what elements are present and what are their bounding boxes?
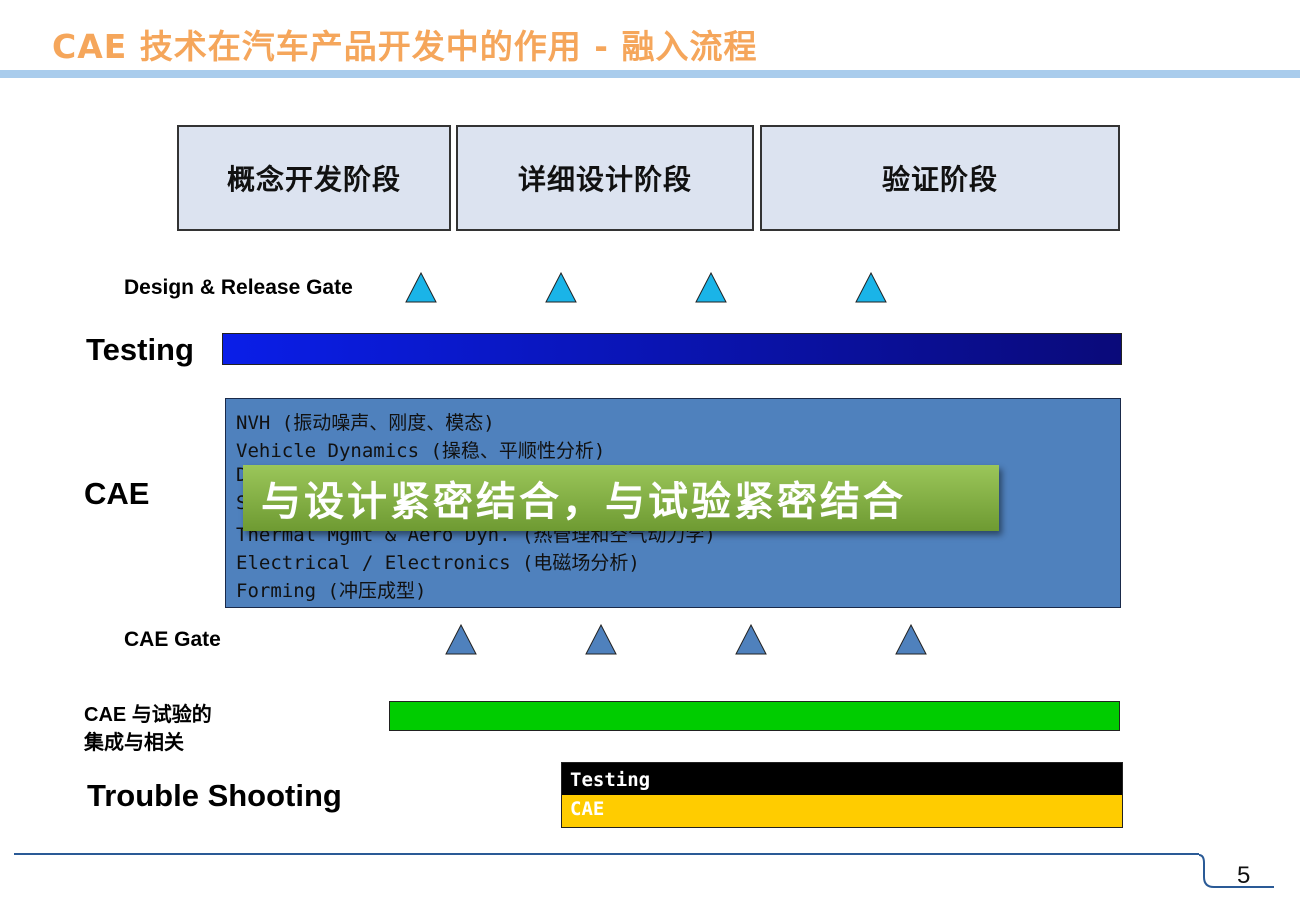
ts-testing-row: Testing: [562, 763, 1122, 795]
cae-item-3: D: [236, 464, 248, 486]
testing-label: Testing: [86, 332, 194, 367]
cae-item-forming: Forming (冲压成型): [236, 580, 427, 602]
footer-rule: [14, 853, 1199, 855]
cae-gate-marker-4: [895, 623, 927, 655]
cae-item-electrical: Electrical / Electronics (电磁场分析): [236, 552, 640, 574]
triangle-icon: [855, 271, 887, 303]
triangle-icon: [585, 623, 617, 655]
design-release-gate-label: Design & Release Gate: [124, 276, 353, 299]
testing-bar: [222, 333, 1122, 365]
phase-detail-design: 详细设计阶段: [456, 125, 754, 231]
page-number: 5: [1237, 862, 1251, 889]
title-underline: [0, 70, 1300, 78]
triangle-icon: [545, 271, 577, 303]
integration-label-line1: CAE 与试验的: [84, 704, 212, 726]
triangle-icon: [695, 271, 727, 303]
phase-concept: 概念开发阶段: [177, 125, 451, 231]
design-gate-marker-4: [855, 271, 887, 303]
trouble-shooting-box: Testing CAE: [561, 762, 1123, 828]
triangle-icon: [895, 623, 927, 655]
integration-callout: 与设计紧密结合，与试验紧密结合: [243, 465, 999, 531]
cae-gate-marker-3: [735, 623, 767, 655]
trouble-shooting-label: Trouble Shooting: [87, 778, 342, 813]
design-gate-marker-2: [545, 271, 577, 303]
integration-label-line2: 集成与相关: [84, 732, 184, 754]
phase-validation: 验证阶段: [760, 125, 1120, 231]
cae-label: CAE: [84, 476, 150, 511]
slide-title: CAE 技术在汽车产品开发中的作用 - 融入流程: [52, 27, 758, 66]
integration-bar: [389, 701, 1120, 731]
ts-cae-row: CAE: [562, 795, 1122, 827]
triangle-icon: [405, 271, 437, 303]
cae-item-nvh: NVH (振动噪声、刚度、模态): [236, 412, 495, 434]
cae-gate-label: CAE Gate: [124, 628, 221, 651]
cae-gate-marker-1: [445, 623, 477, 655]
triangle-icon: [735, 623, 767, 655]
design-gate-marker-1: [405, 271, 437, 303]
cae-item-4: S: [236, 492, 248, 514]
cae-item-vehicle-dynamics: Vehicle Dynamics (操稳、平顺性分析): [236, 440, 606, 462]
design-gate-marker-3: [695, 271, 727, 303]
cae-gate-marker-2: [585, 623, 617, 655]
triangle-icon: [445, 623, 477, 655]
page-number-bracket: [1198, 854, 1274, 888]
